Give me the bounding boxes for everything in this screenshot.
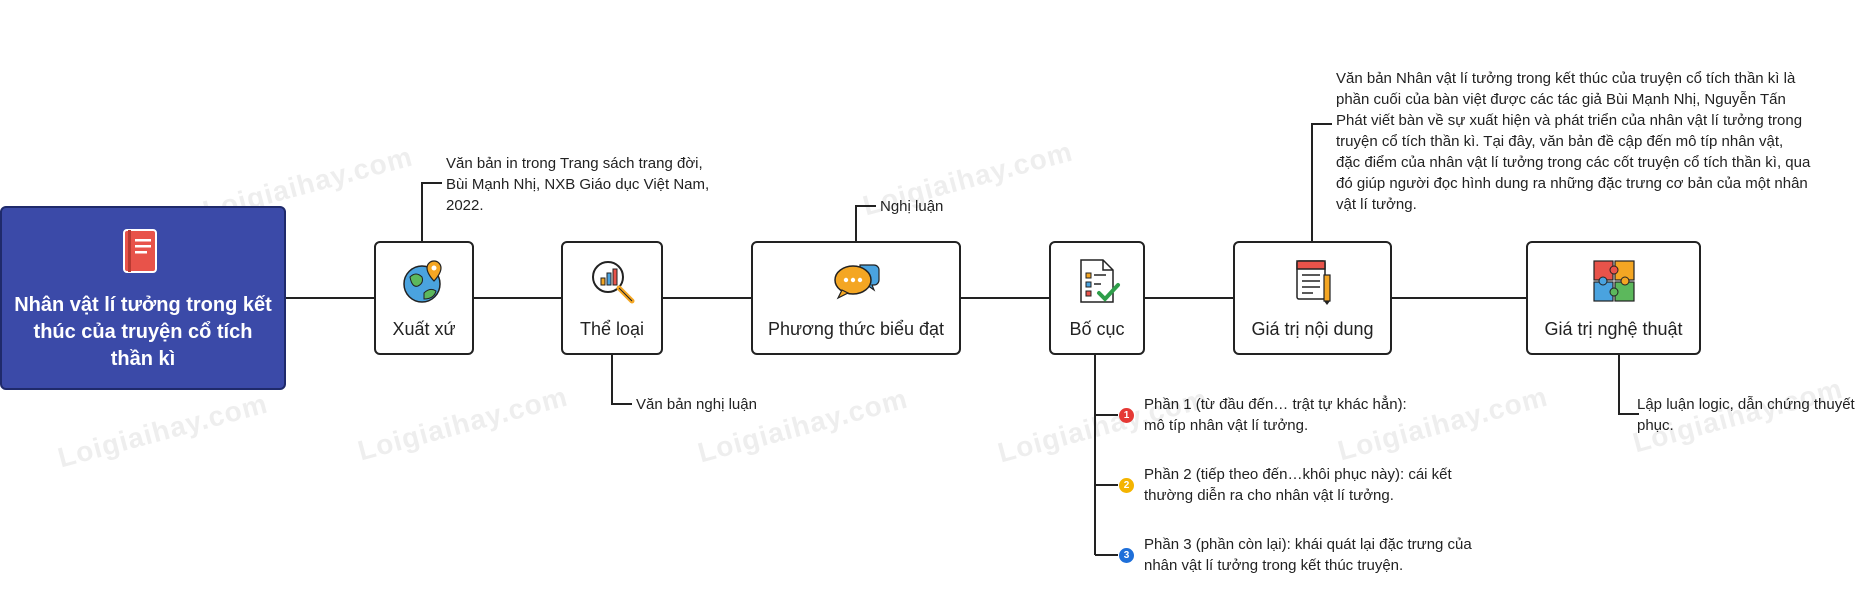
magnifier-chart-icon (592, 261, 635, 304)
note-gia-tri-nghe-thuat: Lập luận logic, dẫn chứng thuyết phục. (1637, 396, 1855, 434)
connector-the-loai-note (611, 355, 632, 405)
root-node[interactable]: Nhân vật lí tưởng trong kết thúc của tru… (0, 206, 286, 390)
node-gia-tri-noi-dung[interactable]: Giá trị nội dung (1233, 241, 1392, 355)
connector-gia-tri-noi-dung-note (1311, 123, 1332, 241)
note-gia-tri-noi-dung: Văn bản Nhân vật lí tưởng trong kết thúc… (1336, 70, 1811, 213)
note-bo-cuc-part-1: Phần 1 (từ đầu đến… trật tự khác hẳn): m… (1144, 396, 1407, 434)
node-the-loai[interactable]: Thể loại (561, 241, 663, 355)
book-icon (123, 229, 157, 273)
note-phuong-thuc: Nghị luận (880, 198, 944, 215)
connector-xuat-xu-note (421, 182, 442, 241)
note-bo-cuc-part-2: Phần 2 (tiếp theo đến…khôi phục này): cá… (1144, 466, 1452, 504)
note-xuat-xu: Văn bản in trong Trang sách trang đời, B… (446, 155, 710, 214)
node-label: Xuất xứ (392, 319, 456, 339)
node-bo-cuc[interactable]: Bố cục (1049, 241, 1145, 355)
part-1-badge: 1 (1119, 408, 1134, 423)
document-icon (1295, 260, 1331, 305)
connector-phuong-thuc-note (855, 205, 876, 241)
node-phuong-thuc-bieu-dat[interactable]: Phương thức biểu đạt (751, 241, 961, 355)
root-title: Nhân vật lí tưởng trong kết thúc của tru… (14, 294, 272, 370)
node-label: Giá trị nội dung (1251, 319, 1374, 339)
node-xuat-xu[interactable]: Xuất xứ (374, 241, 474, 355)
note-bo-cuc-part-3: Phần 3 (phần còn lại): khái quát lại đặc… (1144, 536, 1472, 574)
part-2-badge: 2 (1119, 478, 1134, 493)
part-3-badge: 3 (1119, 548, 1134, 563)
puzzle-icon (1592, 260, 1635, 302)
node-gia-tri-nghe-thuat[interactable]: Giá trị nghệ thuật (1526, 241, 1701, 355)
node-label: Phương thức biểu đạt (767, 319, 944, 339)
node-label: Giá trị nghệ thuật (1544, 319, 1683, 339)
connector-gia-tri-nghe-thuat-note (1618, 355, 1639, 415)
node-label: Thể loại (579, 319, 645, 339)
checklist-icon (1080, 259, 1120, 303)
node-label: Bố cục (1069, 319, 1125, 339)
globe-pin-icon (403, 260, 442, 303)
speech-bubbles-icon (834, 264, 880, 300)
note-the-loai: Văn bản nghị luận (636, 396, 757, 413)
